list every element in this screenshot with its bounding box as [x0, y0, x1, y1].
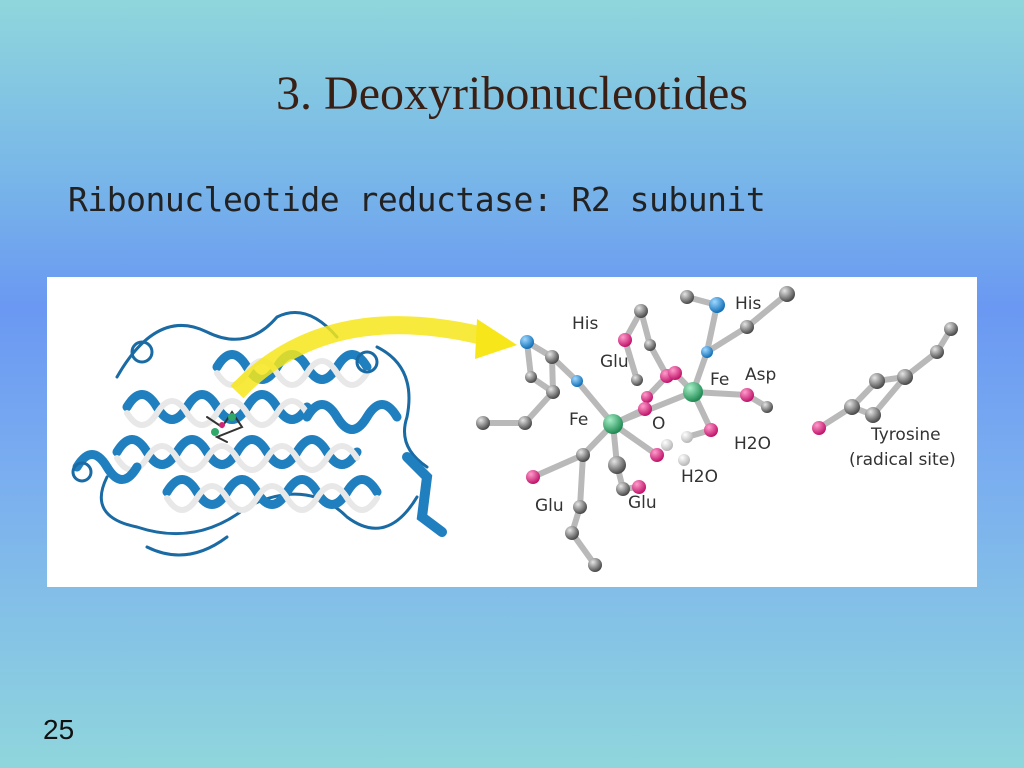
iron-atom-right	[683, 382, 703, 402]
label-radical-site: (radical site)	[849, 450, 956, 470]
label-glu-bottom-left: Glu	[535, 496, 564, 516]
label-glu-top: Glu	[600, 352, 629, 372]
label-o: O	[652, 414, 665, 434]
molecule-atoms	[476, 286, 958, 572]
slide-subtitle: Ribonucleotide reductase: R2 subunit	[68, 180, 766, 219]
figure-canvas: His His Glu Fe Asp Fe O H2O H2O Glu Glu …	[71, 286, 958, 572]
label-fe-left: Fe	[569, 410, 588, 430]
page-number: 25	[43, 714, 75, 745]
label-h2o-bottom: H2O	[681, 467, 718, 487]
protein-ribbon	[71, 311, 447, 557]
molecule-labels: His His Glu Fe Asp Fe O H2O H2O Glu Glu …	[535, 294, 956, 516]
label-his-left: His	[572, 314, 599, 334]
label-glu-bottom-mid: Glu	[628, 493, 657, 513]
label-h2o-right: H2O	[734, 434, 771, 454]
label-fe-right: Fe	[710, 370, 729, 390]
iron-atom-left	[603, 414, 623, 434]
label-tyrosine: Tyrosine	[870, 425, 941, 445]
r2-subunit-figure: His His Glu Fe Asp Fe O H2O H2O Glu Glu …	[47, 277, 977, 587]
slide-title: 3. Deoxyribonucleotides	[276, 67, 748, 120]
zoom-arrow	[230, 316, 517, 399]
label-asp: Asp	[745, 365, 776, 385]
label-his-top: His	[735, 294, 762, 314]
